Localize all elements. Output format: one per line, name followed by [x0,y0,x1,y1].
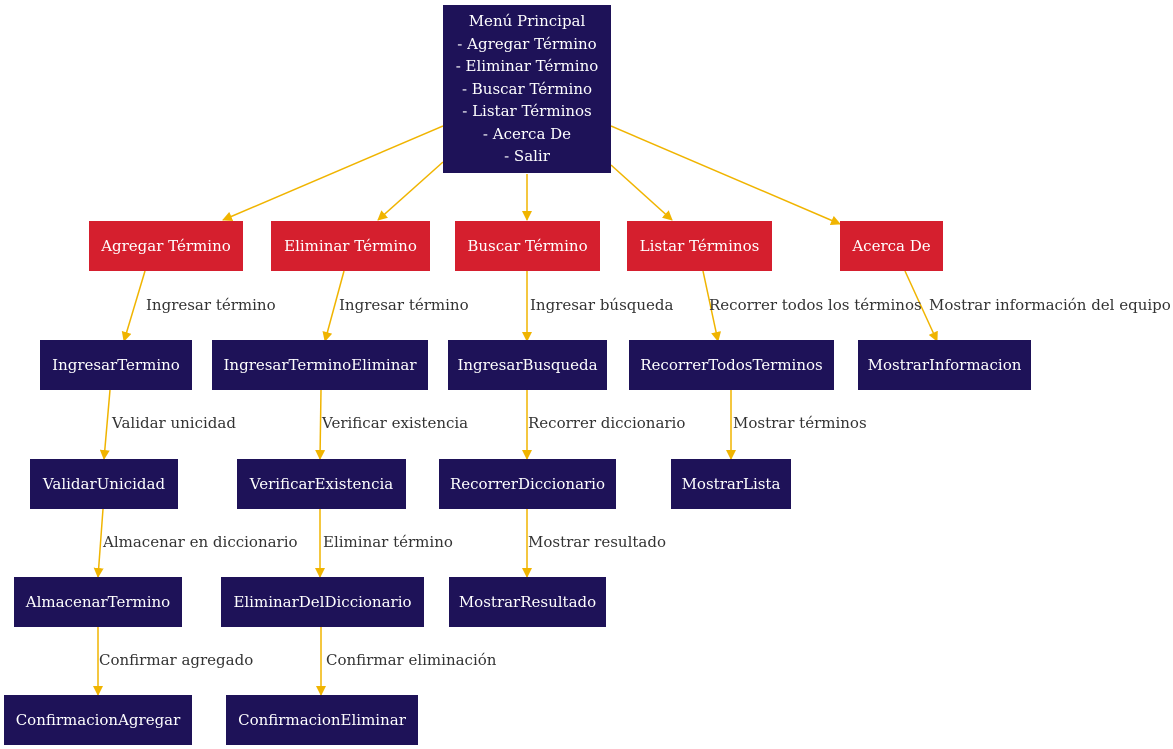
edge-main-to-acerca [610,125,841,226]
main-menu-line-listar: - Listar Términos [462,102,592,121]
edge-main-to-listar [610,164,673,221]
edge-label-ingresar-verificar: Verificar existencia [322,414,469,432]
edge-label-validar-almacenar: Almacenar en diccionario [103,533,298,551]
step-recorrer-todos-terminos: RecorrerTodosTerminos [629,340,834,390]
step-confirmacion-eliminar: ConfirmacionEliminar [226,695,418,745]
edge-acerca-to-mostrar [904,270,938,342]
edge-label-almacenar-confirmar: Confirmar agregado [99,651,254,669]
step-eliminar-del-diccionario: EliminarDelDiccionario [221,577,424,627]
step-ingresar-termino: IngresarTermino [40,340,192,390]
step-verificar-existencia: VerificarExistencia [237,459,406,509]
main-menu-line-buscar: - Buscar Término [461,79,593,98]
edge-ingresar-to-validar [99,389,111,460]
main-menu-node: Menú Principal - Agregar Término - Elimi… [443,5,611,173]
edge-validar-to-almacenar [93,508,104,578]
main-menu-line-acerca: - Acerca De [482,124,572,143]
step-validar-unicidad: ValidarUnicidad [30,459,178,509]
step-mostrar-lista: MostrarLista [671,459,791,509]
edge-main-to-eliminar [377,161,444,221]
step-almacenar-termino: AlmacenarTermino [14,577,182,627]
edge-main-to-agregar [222,125,444,222]
step-recorrer-diccionario: RecorrerDiccionario [439,459,616,509]
edge-ingresar-to-verificar [315,389,326,460]
edge-label-eliminar-ingresar: Ingresar término [339,296,469,314]
edge-label-acerca-mostrar: Mostrar información del equipo [929,296,1171,314]
step-ingresar-termino-eliminar: IngresarTerminoEliminar [212,340,428,390]
main-menu-line-title: Menú Principal [468,12,586,31]
edge-label-eliminar-confirmar: Confirmar eliminación [326,651,497,669]
option-acerca-de: Acerca De [840,221,943,271]
edge-label-recorrer-mostrar: Mostrar resultado [528,533,666,551]
step-ingresar-busqueda: IngresarBusqueda [448,340,607,390]
edge-label-ingresar-validar: Validar unicidad [112,414,236,432]
option-buscar-termino: Buscar Término [455,221,600,271]
step-mostrar-informacion: MostrarInformacion [858,340,1031,390]
main-menu-line-eliminar: - Eliminar Término [455,57,599,76]
step-mostrar-resultado: MostrarResultado [449,577,606,627]
edge-listar-to-recorrer [702,270,722,342]
step-confirmacion-agregar: ConfirmacionAgregar [4,695,192,745]
edge-label-verificar-eliminar: Eliminar término [323,533,453,551]
edge-eliminar-to-ingresar [322,270,345,342]
edge-label-agregar-ingresar: Ingresar término [146,296,276,314]
edge-label-listar-recorrer: Recorrer todos los términos [709,296,922,314]
edge-label-recorrer-mostrar-lista: Mostrar términos [733,414,867,432]
main-menu-line-agregar: - Agregar Término [457,34,597,53]
main-menu-line-salir: - Salir [504,147,550,166]
option-agregar-termino: Agregar Término [89,221,243,271]
option-eliminar-termino: Eliminar Término [271,221,430,271]
edge-agregar-to-ingresar [121,270,146,342]
option-listar-terminos: Listar Términos [627,221,772,271]
edge-label-ingresar-recorrer: Recorrer diccionario [528,414,686,432]
edge-label-buscar-ingresar: Ingresar búsqueda [530,296,674,314]
